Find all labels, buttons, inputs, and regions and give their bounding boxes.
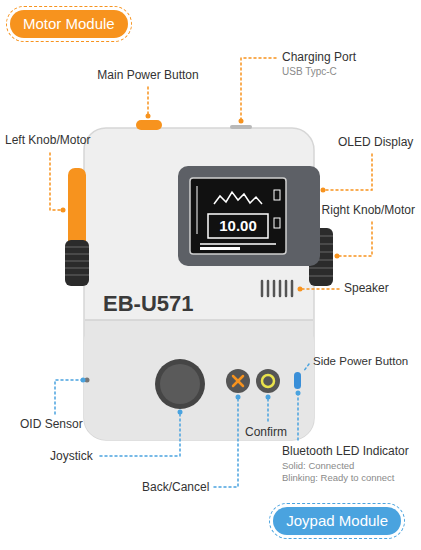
callout-label: Speaker: [344, 281, 389, 295]
callout-label: Side Power Button: [313, 355, 408, 369]
callout-label: Confirm: [245, 425, 287, 439]
callout-label: Back/Cancel: [142, 480, 209, 494]
callout-label: Left Knob/Motor: [5, 133, 90, 147]
callout-note: Solid: Connected: [282, 460, 354, 471]
model-name: EB-U571: [103, 291, 193, 317]
module-tag: Motor Module: [10, 10, 128, 38]
tag-text: Joypad Module: [286, 512, 388, 529]
callout-label: OLED Display: [338, 135, 413, 149]
display-readout: 10.00: [219, 217, 257, 235]
callout-note: Blinking: Ready to connect: [282, 472, 394, 483]
callout-label: Bluetooth LED Indicator: [282, 444, 409, 458]
callout-label: OID Sensor: [20, 417, 83, 431]
callout-label: Charging Port: [282, 50, 356, 64]
callout-label: Main Power Button: [97, 68, 198, 82]
callout-label: Joystick: [50, 449, 93, 463]
callout-note: USB Typc-C: [282, 66, 337, 78]
tag-text: Motor Module: [23, 15, 115, 32]
module-tag: Joypad Module: [273, 507, 401, 535]
callout-label: Right Knob/Motor: [322, 203, 415, 217]
